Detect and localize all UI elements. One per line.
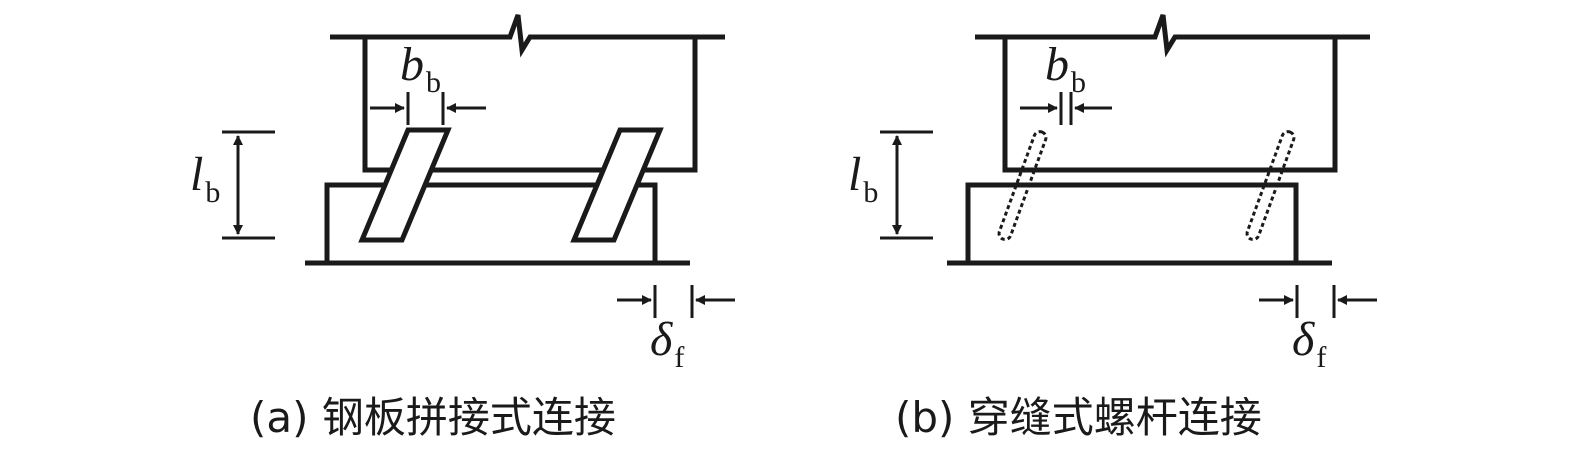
- panel-a-bb-label: bb: [400, 38, 441, 99]
- through-bolt-left: [997, 130, 1048, 241]
- panel-b-bb-label: bb: [1045, 38, 1086, 99]
- panel-a-caption: (a) 钢板拼接式连接: [250, 393, 616, 442]
- upper-beam-break-line: [330, 14, 725, 58]
- lower-member: [965, 182, 1299, 266]
- panel-a-labels: bb lb δf: [190, 38, 684, 374]
- through-bolt-right: [1245, 130, 1296, 241]
- upper-beam-break-line: [975, 14, 1370, 58]
- panel-a-df-label: δf: [650, 313, 684, 374]
- panel-b-lb-label: lb: [848, 148, 878, 209]
- panel-b-df-label: δf: [1292, 313, 1326, 374]
- panel-b-caption: (b) 穿缝式螺杆连接: [895, 393, 1262, 442]
- panel-a-lb-label: lb: [190, 148, 220, 209]
- upper-member-outline: [362, 37, 698, 173]
- splice-plate-right: [570, 127, 664, 243]
- panel-b-labels: bb lb δf: [848, 38, 1326, 374]
- splice-plate-left: [358, 127, 452, 243]
- panel-b: [880, 14, 1377, 318]
- panel-a: [222, 14, 735, 318]
